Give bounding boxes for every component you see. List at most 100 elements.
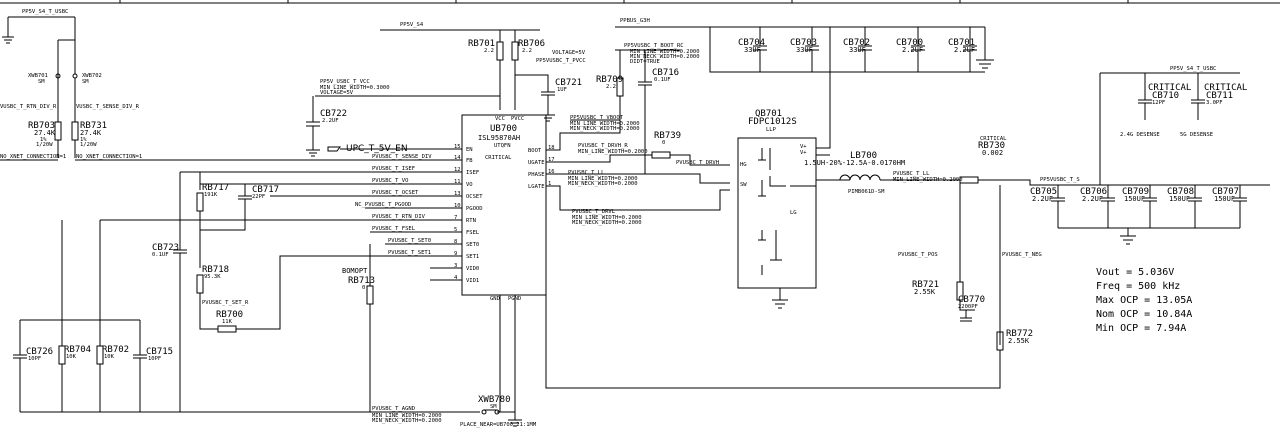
lb700-ref: LB700: [850, 151, 877, 161]
wire: [709, 27, 985, 73]
mosfet-symbol: [758, 148, 766, 275]
rb721-ref: RB721: [912, 280, 939, 290]
rb709-ref: RB709: [596, 75, 623, 85]
cap-cb703: [805, 27, 819, 72]
ub700-pin-num: 17: [548, 157, 555, 163]
wire: [100, 159, 462, 281]
rb713-ref: RB713: [348, 276, 375, 286]
xwb701-ref: XWB701: [28, 73, 48, 79]
cap-cb702: [858, 27, 872, 72]
output-caps-right: CB7052.2UFCB7062.2UFCB709150UFCB708150UF…: [1030, 185, 1247, 245]
ub700-pin-isef: ISEF: [466, 170, 479, 176]
cb702-ref: CB702: [843, 38, 870, 48]
net-ppbus-g3h: PPBUS_G3H: [620, 18, 650, 24]
net-pp5vusbc-t-s: PP5VUSBC_T_S: [1040, 177, 1080, 183]
ub700-ref: UB700: [490, 124, 517, 134]
cb705-value: 2.2UF: [1032, 195, 1053, 203]
cb709-value: 150UF: [1124, 195, 1145, 203]
ub700-pin-fsel: FSEL: [466, 230, 480, 236]
xwb702-ref: XWB702: [82, 73, 102, 79]
pin-label: LG: [790, 210, 797, 216]
cb723-ref: CB723: [152, 243, 179, 253]
cap-cb709: [1143, 185, 1157, 228]
cap-cb711: [1191, 73, 1205, 120]
net-property: MIN_LINE_WIDTH=0.2000: [570, 121, 640, 127]
cap-cb706: [1101, 185, 1115, 228]
net-no-xnet-right: NO_XNET_CONNECTION=1: [76, 154, 142, 160]
qb701-pkg: LLP: [766, 127, 777, 133]
cb703-ref: CB703: [790, 38, 817, 48]
cap-cb705: [1051, 185, 1065, 228]
net-ocset: PVUSBC_T_OCSET: [372, 190, 419, 196]
ub700-pin-num: 14: [454, 155, 461, 161]
resistor-rb717: [196, 192, 204, 212]
rb730-crit: CRITICAL: [980, 136, 1007, 142]
ub700-pkg: UTQFN: [494, 143, 511, 149]
net-property: VOLTAGE=5V: [320, 90, 354, 96]
wire: [57, 78, 76, 108]
net-vboot: PP5VUSBC_T_VBOOT: [570, 115, 624, 121]
ub700-pin-ocset: OCSET: [466, 194, 483, 200]
cap-cb722: [306, 96, 320, 150]
resistor-rb718: [196, 274, 204, 294]
net-nc-pgood: NC_PVUSBC_T_PGOOD: [355, 202, 411, 208]
cb708-ref: CB708: [1167, 187, 1194, 197]
net-ll: PVUSBC_T_LL: [568, 170, 605, 176]
cap-cb717: [200, 184, 252, 231]
cb706-ref: CB706: [1080, 187, 1107, 197]
offpage-connector-icon: [327, 146, 341, 152]
net-set-r: PVUSBC_T_SET_R: [202, 300, 249, 306]
rb739-value: 0: [662, 140, 665, 146]
pin-label: SW: [740, 182, 747, 188]
net-set0: PVUSBC_T_SET0: [388, 238, 431, 244]
wire: [499, 295, 516, 412]
ub700-pin-num: 11: [454, 179, 461, 185]
ground-symbol: [508, 419, 522, 427]
rb731-ref: RB731: [80, 121, 107, 131]
short-xwb780-a: [481, 409, 487, 415]
rb704-ref: RB704: [64, 345, 91, 355]
ub700-pin-pgood: PGOOD: [466, 206, 483, 212]
ground-symbol: [976, 27, 994, 69]
resistor-property: 1/20W: [80, 142, 97, 148]
ub700-pin-num: 10: [454, 203, 461, 209]
rb706-ref: RB706: [518, 39, 545, 49]
ic-qb701: [737, 137, 817, 289]
cb701-ref: CB701: [948, 38, 975, 48]
cap-cb707: [1233, 185, 1247, 228]
net-pp5v-s4-t-usbc-top: PP5V_S4_T_USBC: [22, 9, 68, 15]
cap-cb710: [1138, 73, 1152, 120]
rb713-value: 0: [362, 285, 365, 291]
rb717-ref: RB717: [202, 183, 229, 193]
net-property: MIN_NECK_WIDTH=0.2000: [372, 418, 442, 424]
cb705-ref: CB705: [1030, 187, 1057, 197]
lb700-part: PIMB061D-SM: [848, 189, 885, 195]
ub700-pin-num: 4: [454, 275, 458, 281]
rb730-value: 0.002: [982, 149, 1003, 157]
ub700-left-pins: EN15FB14ISEF12VO11OCSET13PGOOD10RTN7FSEL…: [454, 144, 483, 284]
cb722-value: 2.2UF: [322, 118, 339, 124]
net-no-xnet-left: NO_XNET_CONNECTION=1: [0, 154, 66, 160]
cb715-value: 10PF: [148, 356, 161, 362]
xwb701-value: SM: [38, 79, 45, 85]
cb711-crit: CRITICAL: [1204, 83, 1247, 93]
ub700-pin-fb: FB: [466, 158, 473, 164]
cb721-value: 1UF: [557, 87, 567, 93]
cb710-value: 12PF: [1152, 100, 1165, 106]
ub700-pin-num: 16: [548, 169, 555, 175]
ub700-pin-rtn: RTN: [466, 218, 476, 224]
frame-top: [0, 0, 1280, 4]
cb723-value: 0.1UF: [152, 252, 169, 258]
resistor-rb700: [217, 325, 237, 333]
rb704-value: 10K: [66, 354, 77, 360]
net-set1: PVUSBC_T_SET1: [388, 250, 431, 256]
cap-cb701: [963, 27, 977, 72]
cap-cb715: [133, 320, 147, 412]
qb701-part: FDPC1012S: [748, 117, 797, 127]
pin-label: V+: [800, 150, 807, 156]
inductor-lb700: [839, 174, 881, 181]
wire: [199, 255, 385, 330]
rb701-ref: RB701: [468, 39, 495, 49]
